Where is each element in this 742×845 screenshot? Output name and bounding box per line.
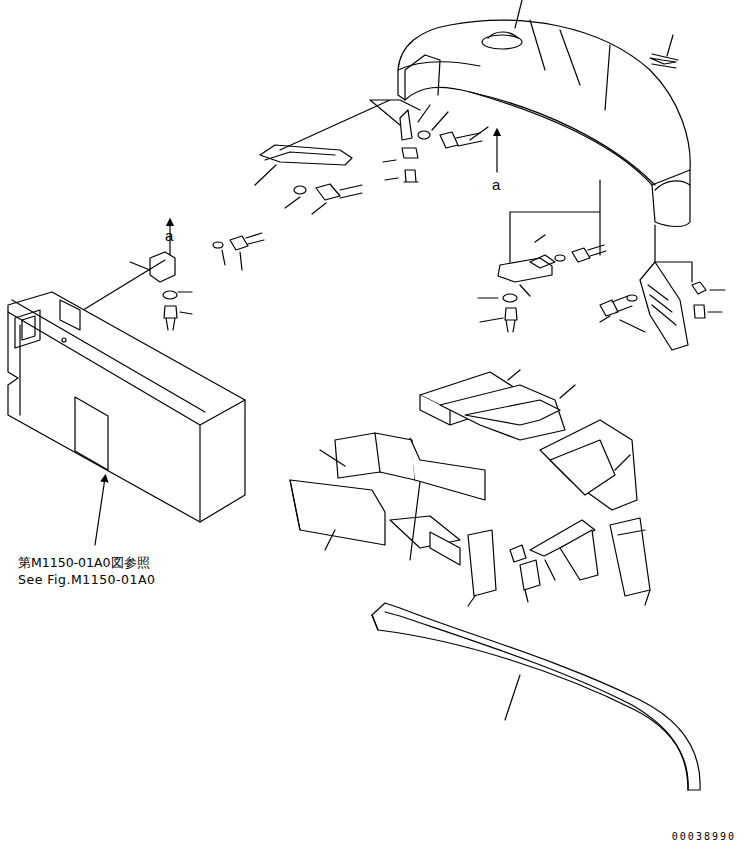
bottom-seal <box>372 603 700 790</box>
upper-hardware <box>255 100 488 214</box>
figure-reference: 第M1150-01A0図参照 <box>18 556 150 570</box>
reference-letter: a <box>492 177 500 194</box>
reference-letter: a <box>165 228 173 245</box>
drawing-number: 00038990 <box>672 831 736 842</box>
right-hardware <box>478 180 725 350</box>
left-hardware <box>75 233 264 330</box>
reference-arrow <box>170 132 497 262</box>
top-cover <box>398 0 690 227</box>
side-panel <box>8 292 245 545</box>
insulation-pads <box>290 370 650 606</box>
figure-reference: See Fig.M1150-01A0 <box>18 573 155 587</box>
